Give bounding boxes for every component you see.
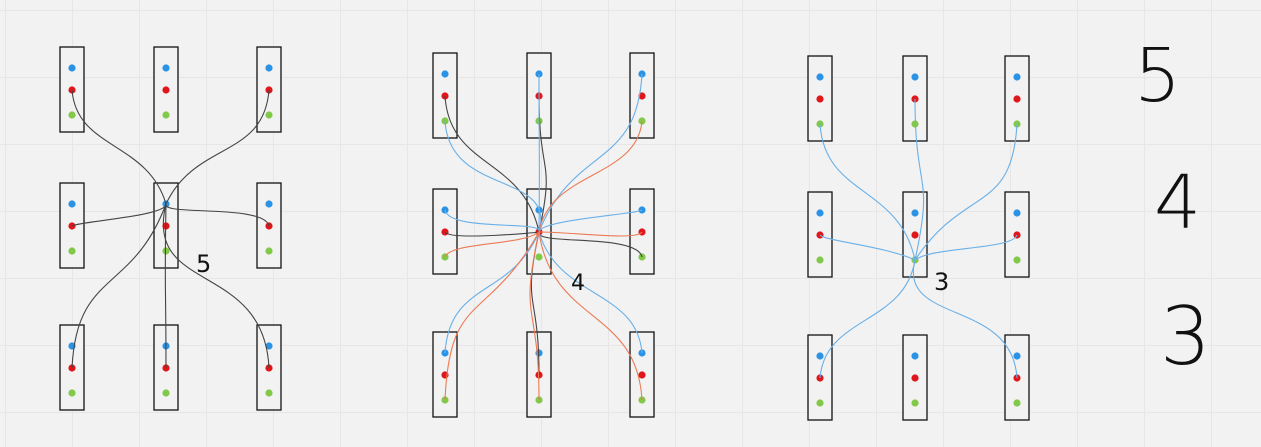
- wire: [165, 89, 270, 205]
- connector-box: [59, 46, 85, 133]
- wire: [538, 209, 643, 233]
- wire: [819, 123, 916, 261]
- green-dot: [68, 247, 76, 255]
- blue-dot: [441, 70, 449, 78]
- wire: [819, 259, 916, 379]
- wire: [164, 203, 167, 369]
- wire: [538, 231, 643, 401]
- wire: [444, 231, 540, 401]
- blue-dot: [1013, 352, 1021, 360]
- grid-2-boxes: [432, 52, 655, 418]
- wire: [71, 203, 167, 227]
- red-dot: [816, 95, 824, 103]
- blue-dot: [816, 209, 824, 217]
- wire: [529, 231, 540, 401]
- connector-box: [902, 334, 928, 421]
- green-dot: [816, 256, 824, 264]
- blue-dot: [911, 209, 919, 217]
- grid-3-boxes: [807, 55, 1030, 421]
- wire: [162, 203, 270, 369]
- wire: [71, 203, 167, 369]
- grid-3: [807, 55, 1030, 421]
- red-dot: [911, 374, 919, 382]
- green-dot: [265, 247, 273, 255]
- connector-box: [629, 188, 655, 275]
- wire: [71, 89, 167, 205]
- wire: [538, 231, 643, 237]
- wire: [538, 73, 643, 233]
- grid-3-wires: [819, 98, 1018, 379]
- red-dot: [162, 86, 170, 94]
- green-dot: [68, 111, 76, 119]
- wire: [538, 231, 643, 258]
- wire: [444, 209, 540, 233]
- blue-dot: [68, 200, 76, 208]
- green-dot: [911, 399, 919, 407]
- blue-dot: [816, 73, 824, 81]
- grids-layer: [59, 46, 1030, 421]
- wire: [444, 231, 540, 354]
- green-dot: [535, 253, 543, 261]
- wire: [444, 120, 542, 233]
- blue-dot: [911, 73, 919, 81]
- grid-1-wires: [71, 89, 270, 369]
- blue-dot: [265, 64, 273, 72]
- green-dot: [1013, 256, 1021, 264]
- blue-dot: [68, 64, 76, 72]
- connector-box: [153, 46, 179, 133]
- wire: [538, 120, 643, 233]
- blue-dot: [162, 64, 170, 72]
- connector-box: [807, 334, 833, 421]
- green-dot: [265, 111, 273, 119]
- connector-box: [432, 188, 458, 275]
- wire: [914, 98, 925, 261]
- grid-2: [432, 52, 655, 418]
- red-dot: [1013, 95, 1021, 103]
- grid-1: [59, 46, 282, 411]
- red-dot: [638, 371, 646, 379]
- green-dot: [911, 120, 919, 128]
- wire: [912, 259, 1018, 379]
- red-dot: [911, 231, 919, 239]
- grid-1-boxes: [59, 46, 282, 411]
- blue-dot: [911, 352, 919, 360]
- blue-dot: [265, 200, 273, 208]
- blue-dot: [265, 342, 273, 350]
- blue-dot: [535, 70, 543, 78]
- blue-dot: [1013, 73, 1021, 81]
- connector-box: [256, 324, 282, 411]
- wire: [538, 231, 643, 354]
- grid-1-count-label: 5: [196, 250, 211, 278]
- blue-dot: [816, 352, 824, 360]
- connector-box: [902, 55, 928, 142]
- blue-dot: [638, 70, 646, 78]
- connector-box: [807, 191, 833, 278]
- connector-box: [807, 55, 833, 142]
- connector-box: [1004, 191, 1030, 278]
- grid-3-count-label: 3: [934, 268, 949, 296]
- grid-2-count-label: 4: [571, 271, 585, 296]
- wire: [914, 123, 1018, 261]
- wire: [444, 231, 540, 258]
- green-dot: [162, 111, 170, 119]
- green-dot: [162, 247, 170, 255]
- wire: [444, 95, 540, 233]
- connector-box: [629, 331, 655, 418]
- side-label-5: 5: [1134, 33, 1181, 119]
- wire: [444, 231, 540, 237]
- grid-2-wires: [444, 73, 643, 401]
- green-dot: [816, 399, 824, 407]
- green-dot: [68, 389, 76, 397]
- green-dot: [162, 389, 170, 397]
- green-dot: [265, 389, 273, 397]
- blue-dot: [1013, 209, 1021, 217]
- green-dot: [1013, 399, 1021, 407]
- side-label-4: 4: [1154, 160, 1201, 246]
- side-label-3: 3: [1160, 290, 1211, 383]
- wire: [819, 234, 916, 261]
- wire: [165, 203, 270, 227]
- wire: [914, 234, 1018, 261]
